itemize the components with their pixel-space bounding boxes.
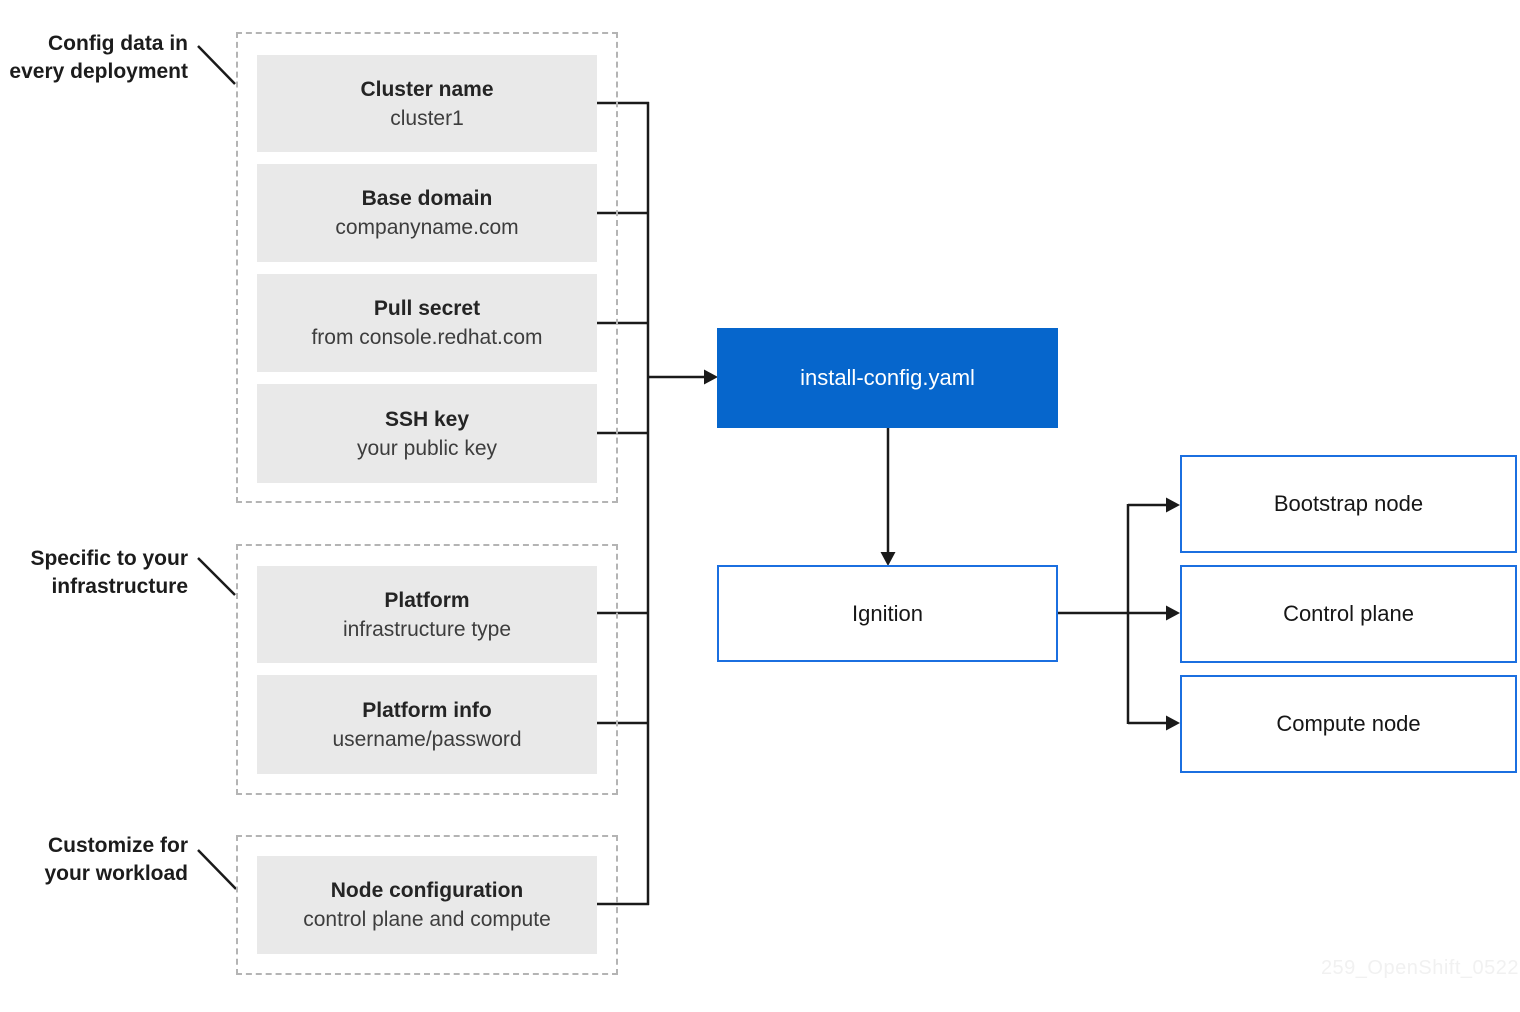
group-infrastructure [236,544,618,795]
box-platform: Platform infrastructure type [257,566,597,663]
group-workload [236,835,618,975]
box-platform-subtitle: infrastructure type [342,617,512,641]
box-pull-secret-title: Pull secret [373,297,481,320]
arrowhead-bootstrap [1166,497,1180,513]
install-config-yaml-box: install-config.yaml [717,328,1058,428]
arrowhead-install-config [704,369,718,385]
install-config-yaml-label: install-config.yaml [800,365,975,390]
control-plane-box: Control plane [1180,565,1517,663]
bootstrap-node-label: Bootstrap node [1273,491,1424,516]
label-customize-line1: Customize for [47,834,188,857]
bootstrap-node-box: Bootstrap node [1180,455,1517,553]
label-customize-line2: your workload [44,862,188,885]
box-platform-info: Platform info username/password [257,675,597,774]
ignition-label: Ignition [852,600,923,626]
box-node-configuration-title: Node configuration [330,879,524,902]
box-ssh-key-title: SSH key [384,407,470,431]
box-node-configuration: Node configuration control plane and com… [257,856,597,954]
box-platform-title: Platform [384,588,470,612]
label-customize-workload: Customize for your workload [0,832,188,888]
label-specific-infrastructure: Specific to your infrastructure [0,545,188,601]
box-cluster-name-subtitle: cluster1 [390,106,464,130]
label-config-data-line1: Config data in [48,32,188,55]
label-specific-line2: infrastructure [51,575,188,598]
box-cluster-name-title: Cluster name [360,77,494,101]
box-platform-info-subtitle: username/password [332,727,522,751]
group-config-data [236,32,618,503]
box-base-domain-subtitle: companyname.com [335,216,519,239]
label-pointer-config-data [197,45,236,85]
label-specific-line1: Specific to your [30,547,188,570]
box-ssh-key-subtitle: your public key [356,436,498,460]
box-base-domain-title: Base domain [361,187,493,210]
compute-node-box: Compute node [1180,675,1517,773]
label-pointer-customize [197,849,237,890]
box-cluster-name: Cluster name cluster1 [257,55,597,152]
label-config-data: Config data in every deployment [0,30,188,86]
arrowhead-compute [1166,715,1180,731]
box-ssh-key: SSH key your public key [257,384,597,483]
compute-node-label: Compute node [1276,711,1421,736]
box-platform-info-title: Platform info [362,698,492,722]
box-pull-secret-subtitle: from console.redhat.com [311,326,543,349]
box-node-configuration-subtitle: control plane and compute [303,908,551,931]
box-pull-secret: Pull secret from console.redhat.com [257,274,597,372]
label-pointer-specific [197,557,236,596]
ignition-box: Ignition [717,565,1058,662]
box-base-domain: Base domain companyname.com [257,164,597,262]
control-plane-label: Control plane [1283,601,1414,626]
watermark-text: 259_OpenShift_0522 [1320,957,1519,979]
label-config-data-line2: every deployment [9,60,188,83]
arrowhead-ignition [880,552,896,566]
arrowhead-control-plane [1166,605,1180,621]
